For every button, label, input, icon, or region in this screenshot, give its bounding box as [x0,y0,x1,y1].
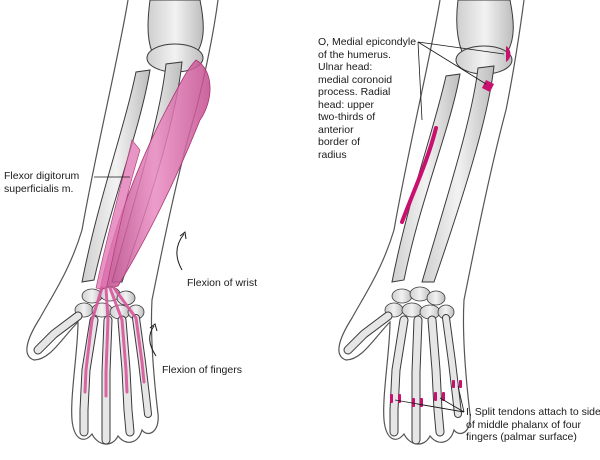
origin-epicondyle-mark [506,46,511,62]
right-carpals [384,286,455,320]
origin-leader-lines [417,41,505,121]
left-radius [81,69,151,283]
insertion-marks [390,380,462,407]
insertion-label: I, Split tendons attach to sides of midd… [466,406,600,443]
insertion-leader-lines [394,385,465,413]
finger-motion-label: Flexion of fingers [162,364,242,376]
right-ulna [421,65,495,283]
origin-label: O, Medial epicondyle of the humerus. Uln… [318,36,417,161]
left-flexor-muscle [99,59,211,291]
fingers-arrow-icon [149,325,157,357]
right-finger-bones [389,314,462,445]
left-arm [26,0,219,445]
wrist-arrow-icon [176,233,185,271]
origin-radius-mark [400,126,438,224]
right-radius [391,73,461,283]
muscle-name-label: Flexor digitorum superficialis m. [4,170,80,195]
left-arm-outline [26,0,219,445]
right-arm-outline [338,0,525,445]
right-arm [338,0,525,445]
wrist-motion-label: Flexion of wrist [187,277,258,289]
left-tendons [83,286,146,398]
